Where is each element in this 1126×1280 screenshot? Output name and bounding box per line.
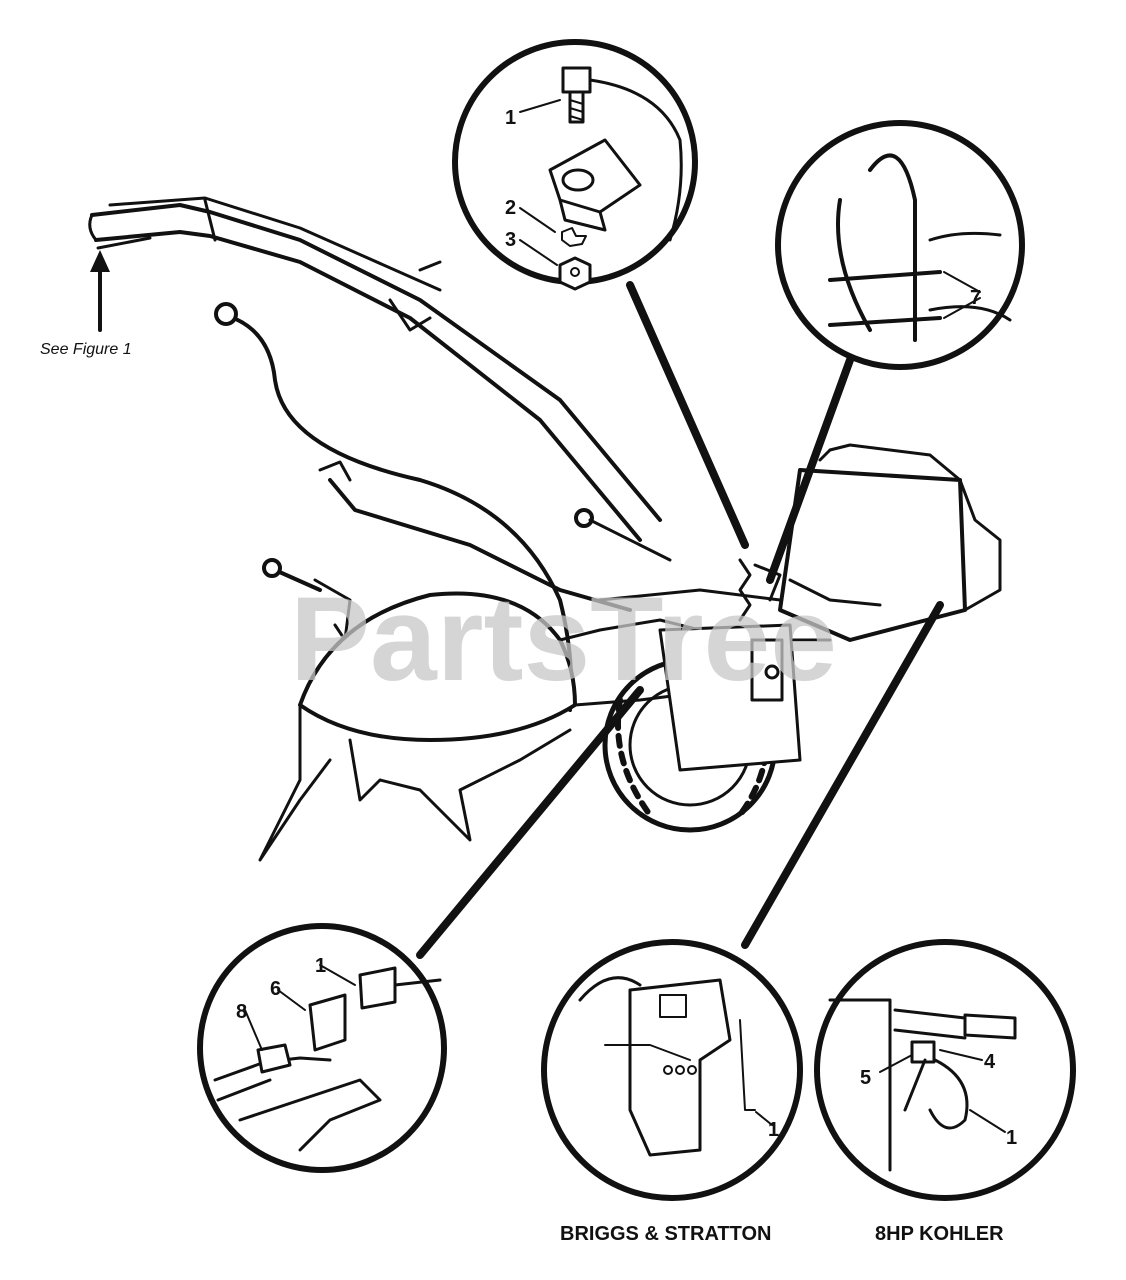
callout-kohler-5: 5 <box>860 1067 871 1089</box>
see-figure-note: See Figure 1 <box>40 250 132 358</box>
detail-top-fastener: 1 2 3 <box>452 39 749 549</box>
callout-kohler-4: 4 <box>984 1051 996 1073</box>
watermark: PartsTree <box>290 572 837 706</box>
detail-briggs-stratton: 1 <box>541 601 944 1201</box>
detail-bottom-left-switch: 1 6 8 <box>197 686 644 1173</box>
callout-top-3: 3 <box>505 229 516 251</box>
caption-briggs-stratton: BRIGGS & STRATTON <box>560 1223 771 1245</box>
detail-8hp-kohler: 5 4 1 <box>814 939 1076 1201</box>
see-figure-text: See Figure 1 <box>40 341 132 358</box>
callout-right-7: 7 <box>970 287 981 309</box>
callout-kohler-1: 1 <box>1006 1127 1017 1149</box>
tiller-illustration <box>88 196 1002 862</box>
callout-briggs-1: 1 <box>768 1119 779 1141</box>
callout-left-1: 1 <box>315 955 326 977</box>
detail-right-cable-ties: 7 <box>766 120 1025 584</box>
caption-8hp-kohler: 8HP KOHLER <box>875 1223 1004 1245</box>
callout-left-8: 8 <box>236 1001 247 1023</box>
callout-left-6: 6 <box>270 978 281 1000</box>
callout-top-1: 1 <box>505 107 516 129</box>
callout-top-2: 2 <box>505 197 516 219</box>
